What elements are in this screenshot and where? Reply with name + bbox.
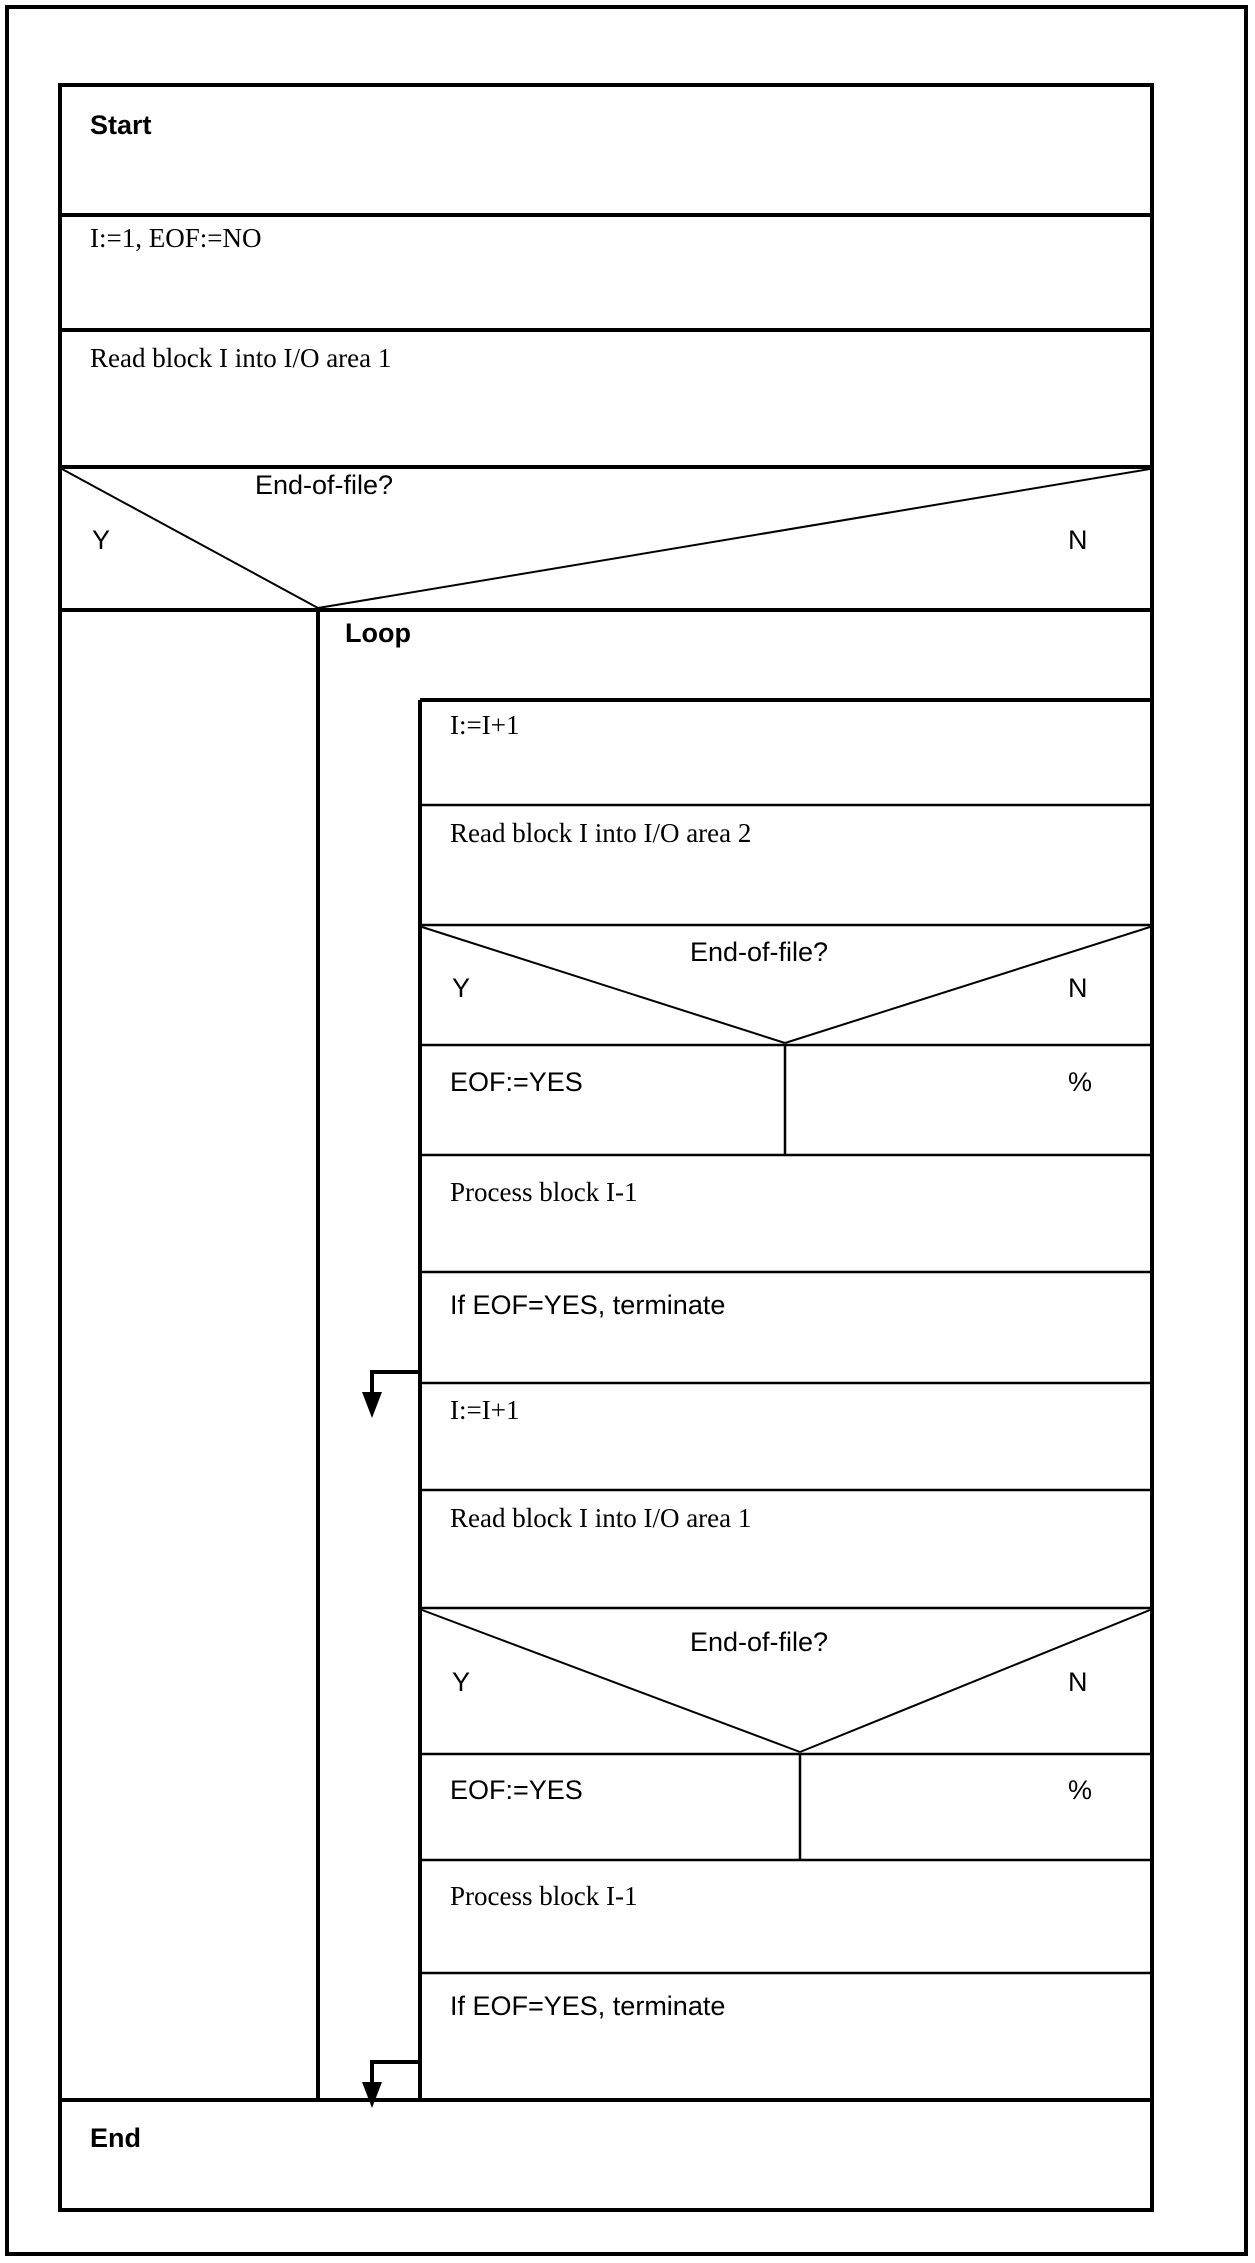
loop-decision-1-question: End-of-file? xyxy=(690,937,828,967)
loop-decision-2-no-label: N xyxy=(1068,1667,1088,1697)
block-start: Start xyxy=(60,110,1152,217)
loop-decision-1-no-diagonal xyxy=(784,926,1151,1044)
loop-row-9-branches: EOF:=YES % xyxy=(420,1754,1152,1862)
structogram-outer-box xyxy=(58,83,1154,2212)
block-init-label: I:=1, EOF:=NO xyxy=(90,223,261,253)
loop-row-5-label: If EOF=YES, terminate xyxy=(450,1290,725,1320)
loop-row-10: Process block I-1 xyxy=(420,1881,1152,1975)
loop-row-4: Process block I-1 xyxy=(420,1177,1152,1274)
loop-back-arrow-2-head xyxy=(362,2082,382,2108)
loop-decision-2-question: End-of-file? xyxy=(690,1627,828,1657)
loop-label: Loop xyxy=(345,618,411,648)
loop-back-arrow-1-head xyxy=(362,1392,382,1418)
block-init: I:=1, EOF:=NO xyxy=(60,223,1152,332)
loop-decision-2-no-branch: % xyxy=(1068,1775,1092,1805)
loop-decision-2-yes-branch: EOF:=YES xyxy=(450,1775,583,1805)
loop-decision-2-yes-diagonal xyxy=(421,1609,801,1753)
loop-decision-1-yes-diagonal xyxy=(421,926,786,1044)
loop-row-3-branches: EOF:=YES % xyxy=(420,1045,1152,1157)
loop-row-6: I:=I+1 xyxy=(420,1395,1152,1492)
loop-row-11-label: If EOF=YES, terminate xyxy=(450,1991,725,2021)
decision-outer-no-label: N xyxy=(1068,525,1088,555)
loop-decision-1-no-branch: % xyxy=(1068,1067,1092,1097)
loop-block: Loop xyxy=(345,618,1152,2100)
loop-row-2-decision: End-of-file? Y N xyxy=(420,926,1152,1047)
loop-back-arrow-2-path xyxy=(370,2060,420,2084)
block-start-label: Start xyxy=(90,110,152,140)
block-read-first: Read block I into I/O area 1 xyxy=(60,343,1152,469)
block-end: End xyxy=(60,2098,1152,2153)
decision-outer: End-of-file? Y N xyxy=(60,468,1152,612)
loop-row-4-label: Process block I-1 xyxy=(450,1177,637,1207)
loop-decision-1-no-label: N xyxy=(1068,973,1088,1003)
loop-row-7: Read block I into I/O area 1 xyxy=(420,1503,1152,1610)
loop-row-1: Read block I into I/O area 2 xyxy=(420,818,1152,927)
loop-row-0: I:=I+1 xyxy=(420,710,1152,807)
loop-row-5: If EOF=YES, terminate xyxy=(362,1290,1152,1418)
loop-row-11: If EOF=YES, terminate xyxy=(362,1991,725,2108)
loop-row-7-label: Read block I into I/O area 1 xyxy=(450,1503,751,1533)
decision-outer-yes-label: Y xyxy=(92,525,110,555)
page-outer-frame xyxy=(5,5,1248,2256)
block-end-label: End xyxy=(90,2123,141,2153)
loop-row-8-decision: End-of-file? Y N xyxy=(420,1609,1152,1756)
loop-decision-1-yes-branch: EOF:=YES xyxy=(450,1067,583,1097)
decision-outer-question: End-of-file? xyxy=(255,470,393,500)
decision-outer-no-diagonal xyxy=(317,468,1151,609)
loop-back-arrow-1-path xyxy=(370,1370,420,1394)
loop-row-1-label: Read block I into I/O area 2 xyxy=(450,818,751,848)
loop-row-6-label: I:=I+1 xyxy=(450,1395,519,1425)
block-read-first-label: Read block I into I/O area 1 xyxy=(90,343,391,373)
loop-row-0-label: I:=I+1 xyxy=(450,710,519,740)
loop-decision-1-yes-label: Y xyxy=(452,973,470,1003)
loop-decision-2-no-diagonal xyxy=(799,1609,1151,1753)
loop-row-10-label: Process block I-1 xyxy=(450,1881,637,1911)
loop-decision-2-yes-label: Y xyxy=(452,1667,470,1697)
decision-outer-yes-diagonal xyxy=(61,468,319,609)
